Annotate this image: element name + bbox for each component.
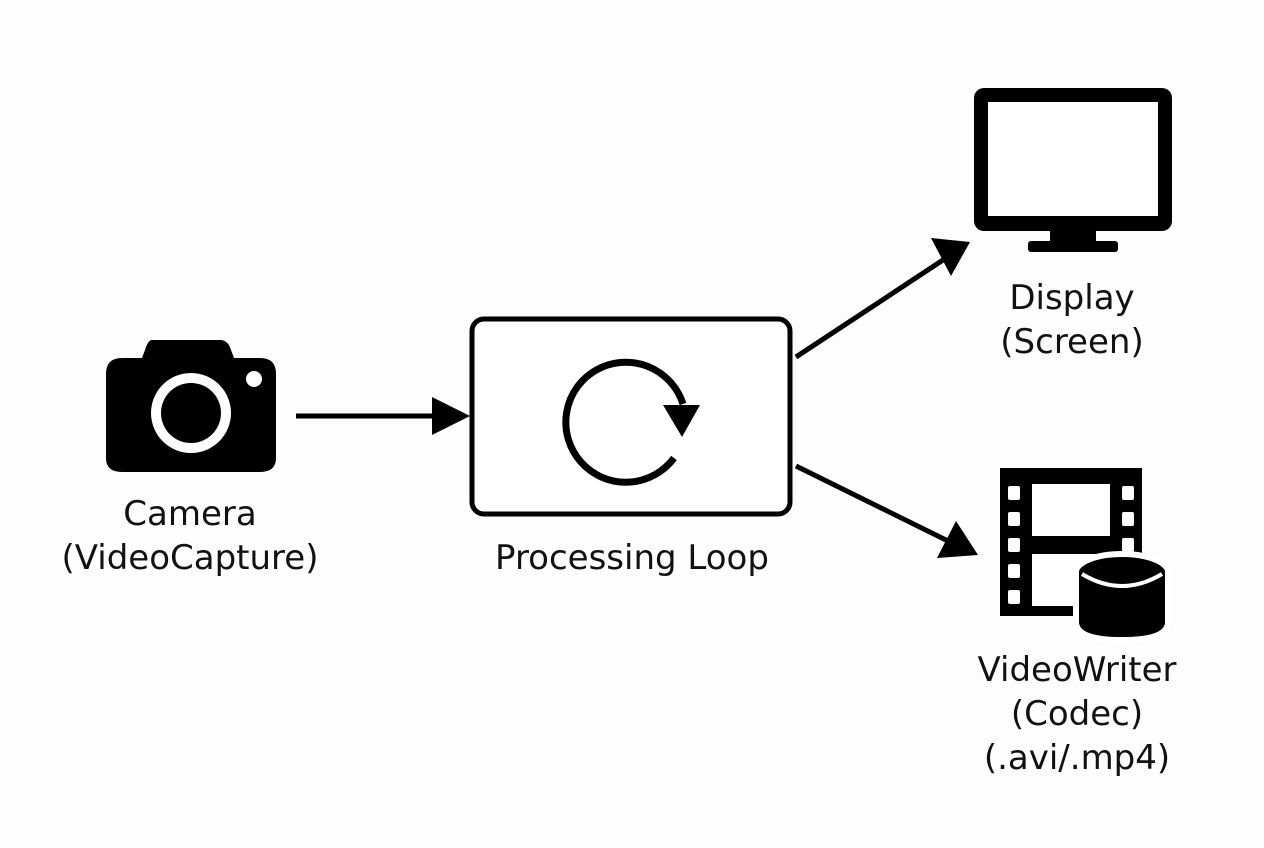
arrowhead-camera-to-processing [432, 397, 470, 435]
monitor-icon [974, 88, 1172, 252]
camera-icon [106, 340, 276, 472]
refresh-loop-icon [562, 358, 700, 486]
camera-label-line2: (VideoCapture) [61, 538, 319, 578]
arrowhead-processing-to-display [931, 238, 970, 276]
display-label-line1: Display [1009, 278, 1135, 318]
film-storage-icon [1000, 468, 1171, 644]
processing-loop-label: Processing Loop [452, 536, 812, 580]
arrowhead-processing-to-writer [937, 521, 978, 558]
edge-processing-to-writer [794, 463, 950, 544]
processing-label-line1: Processing Loop [495, 538, 769, 578]
processing-loop-box [469, 316, 793, 517]
camera-label: Camera (VideoCapture) [40, 492, 340, 580]
display-label: Display (Screen) [922, 276, 1222, 364]
writer-label-line2: (Codec) [1010, 694, 1144, 734]
display-label-line2: (Screen) [1000, 322, 1144, 362]
camera-label-line1: Camera [123, 494, 257, 534]
videowriter-label: VideoWriter (Codec) (.avi/.mp4) [922, 648, 1232, 780]
edge-processing-to-display [794, 255, 948, 360]
writer-label-line1: VideoWriter [977, 650, 1177, 690]
writer-label-line3: (.avi/.mp4) [983, 738, 1171, 778]
